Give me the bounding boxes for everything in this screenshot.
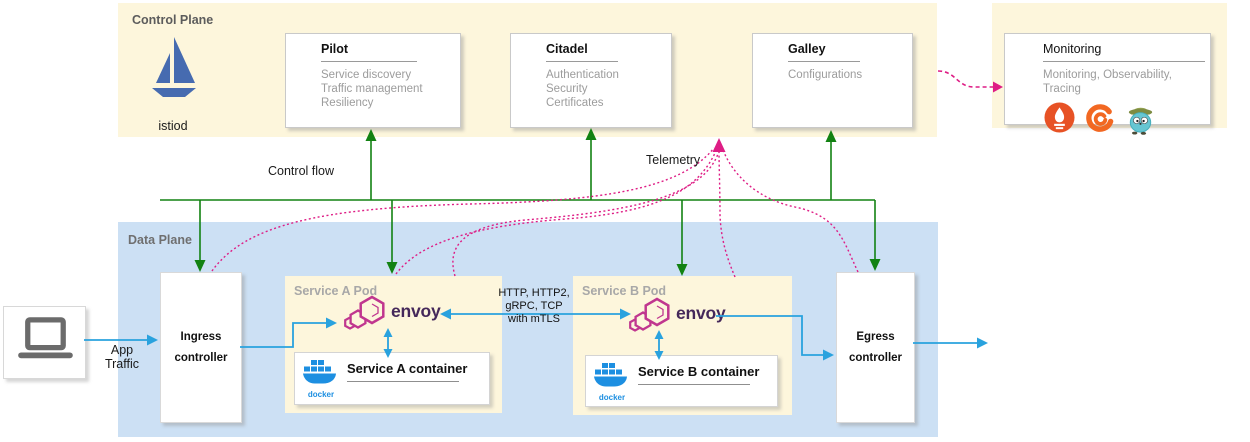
service-a-container-box: docker Service A container [294, 352, 490, 405]
divider [347, 381, 459, 382]
jaeger-icon [1124, 102, 1157, 140]
monitoring-title: Monitoring [1043, 42, 1102, 56]
envoy-label: envoy [391, 301, 441, 321]
service-b-pod-title: Service B Pod [582, 284, 667, 298]
citadel-title: Citadel [546, 42, 588, 56]
ingress-label-line2: controller [174, 352, 228, 364]
divider [546, 61, 618, 62]
control-flow-label: Control flow [268, 164, 334, 178]
protocols-line3: with mTLS [508, 313, 560, 325]
docker-label: docker [598, 393, 626, 402]
galley-item: Configurations [788, 69, 863, 81]
divider [788, 61, 860, 62]
docker-label: docker [307, 390, 335, 399]
pilot-card: Pilot Service discovery Traffic manageme… [285, 33, 461, 128]
citadel-item: Security [546, 83, 588, 95]
envoy-label: envoy [676, 303, 726, 323]
app-traffic-line2: Traffic [104, 357, 140, 371]
galley-card: Galley Configurations [752, 33, 913, 128]
service-a-pod-title: Service A Pod [294, 284, 378, 298]
ingress-controller-box: Ingress controller [160, 272, 242, 423]
istio-logo-icon [148, 36, 198, 109]
telemetry-arrowhead [712, 138, 726, 152]
app-traffic-label: App Traffic [96, 343, 148, 371]
telemetry-to-monitoring-arrow [937, 70, 995, 88]
pilot-item: Traffic management [321, 83, 423, 95]
pilot-item: Resiliency [321, 97, 374, 109]
protocols-line2: gRPC, TCP [505, 300, 563, 312]
service-b-container-box: docker Service B container [585, 355, 778, 407]
protocols-line1: HTTP, HTTP2, [498, 287, 570, 299]
docker-icon: docker [592, 362, 632, 402]
istiod-label: istiod [158, 119, 188, 133]
monitoring-subtitle: Monitoring, Observability, Tracing [1043, 69, 1172, 95]
monitoring-card: Monitoring Monitoring, Observability, Tr… [1004, 33, 1211, 135]
citadel-card: Citadel Authentication Security Certific… [510, 33, 672, 128]
citadel-item: Authentication [546, 69, 619, 81]
citadel-item: Certificates [546, 97, 604, 109]
service-a-container-title: Service A container [347, 361, 468, 376]
grafana-icon [1084, 102, 1115, 140]
divider [321, 61, 417, 62]
protocols-label: HTTP, HTTP2, gRPC, TCP with mTLS [496, 287, 572, 326]
divider [638, 384, 750, 385]
service-b-container-title: Service B container [638, 364, 760, 379]
galley-title: Galley [788, 42, 826, 56]
ingress-label-line1: Ingress [180, 331, 222, 343]
telemetry-label: Telemetry [646, 153, 701, 167]
prometheus-icon [1044, 102, 1075, 140]
envoy-icon [343, 293, 389, 338]
docker-icon: docker [301, 359, 341, 399]
control-plane-label: Control Plane [132, 13, 214, 27]
laptop-box [3, 306, 86, 379]
pilot-title: Pilot [321, 42, 349, 56]
egress-label-line2: controller [848, 352, 903, 364]
egress-controller-box: Egress controller [836, 272, 915, 423]
divider [1043, 61, 1205, 62]
laptop-icon [14, 317, 76, 368]
pilot-item: Service discovery [321, 69, 412, 81]
data-plane-label: Data Plane [128, 233, 192, 247]
egress-label-line1: Egress [856, 331, 895, 343]
envoy-icon [628, 295, 674, 340]
app-traffic-line1: App [110, 343, 134, 357]
